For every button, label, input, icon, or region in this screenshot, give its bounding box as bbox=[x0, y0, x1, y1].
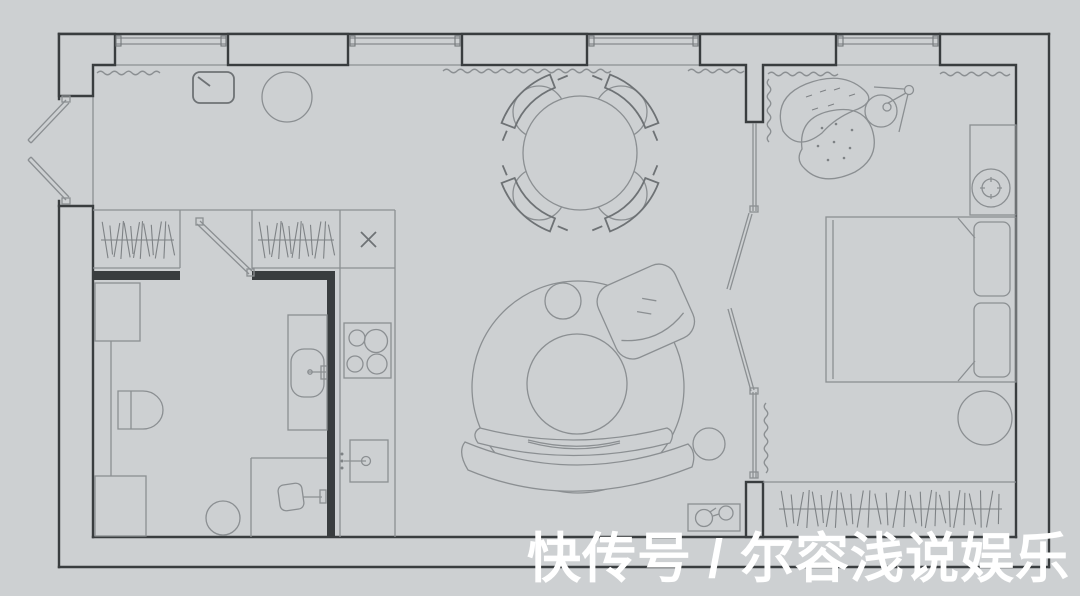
entry-double-door bbox=[27, 95, 71, 205]
watermark: 快传号 / 尔容浅说娱乐 bbox=[527, 529, 1071, 589]
window-2 bbox=[349, 35, 461, 47]
round-ottoman bbox=[957, 390, 1013, 446]
bedroom-closet bbox=[763, 481, 1016, 529]
hanging-clothes bbox=[780, 489, 1000, 529]
bath-cabinet-top bbox=[94, 282, 141, 342]
pillow bbox=[973, 221, 1011, 297]
toilet bbox=[117, 390, 164, 430]
bath-cabinet-bottom bbox=[94, 475, 147, 537]
window-4 bbox=[837, 35, 939, 47]
lounge-armchair bbox=[596, 263, 696, 360]
audio-device bbox=[687, 503, 741, 532]
curtain-kitchen bbox=[96, 70, 161, 76]
bathroom bbox=[94, 282, 328, 537]
curved-sofa bbox=[461, 427, 695, 492]
round-rug bbox=[471, 280, 685, 494]
sofa-backrest bbox=[474, 427, 674, 457]
pillow bbox=[973, 302, 1011, 378]
dining-table bbox=[522, 95, 638, 211]
curtains bbox=[96, 68, 1011, 474]
vent-box bbox=[360, 231, 377, 248]
hanging-clothes-left bbox=[101, 220, 176, 260]
round-coffee-table bbox=[526, 333, 628, 435]
blanket-fold bbox=[957, 360, 976, 382]
window-1 bbox=[115, 35, 227, 47]
floor-cushion bbox=[544, 282, 582, 320]
door-hinge-top bbox=[61, 95, 71, 103]
wall-pier-3 bbox=[460, 32, 589, 67]
curtain-bedroom-side bbox=[766, 78, 772, 143]
potted-plant bbox=[971, 168, 1011, 208]
ceiling-lamp-box bbox=[192, 0, 236, 104]
floor-drain bbox=[205, 500, 241, 536]
sofa-seat bbox=[461, 441, 695, 492]
blanket-fold bbox=[957, 217, 976, 239]
wall-pier-4-t bbox=[698, 32, 838, 124]
arc-floor-lamp bbox=[864, 84, 915, 133]
sofa-seam bbox=[527, 439, 621, 450]
curtain-bedroom-2 bbox=[939, 71, 1011, 77]
curtain-partition-side bbox=[763, 402, 769, 474]
cooktop bbox=[343, 322, 392, 379]
wall-left-inner-lower bbox=[57, 204, 95, 539]
bedroom bbox=[763, 77, 1017, 529]
curtain-living-2 bbox=[687, 68, 745, 74]
dining-set bbox=[487, 60, 673, 246]
nightstand-top bbox=[969, 124, 1017, 216]
curtain-bedroom-1 bbox=[767, 71, 839, 77]
side-table bbox=[692, 427, 726, 461]
wall-pier-1 bbox=[57, 32, 117, 98]
round-side-table-kitchen bbox=[261, 71, 313, 123]
window-3 bbox=[588, 35, 699, 47]
washbasin-vanity bbox=[287, 314, 328, 431]
double-bed bbox=[825, 216, 1017, 383]
lounge-area bbox=[461, 263, 741, 532]
bedroom-armchair bbox=[779, 77, 875, 180]
hanging-clothes-right bbox=[258, 220, 336, 260]
bathroom-door bbox=[195, 217, 255, 277]
bathroom-wall-top-right bbox=[252, 271, 335, 280]
partition-wall-stub bbox=[744, 480, 765, 539]
curtain-living-1 bbox=[442, 68, 612, 74]
sliding-partition bbox=[726, 123, 759, 479]
exterior-walls bbox=[57, 32, 1051, 569]
door-hinge-bottom bbox=[61, 197, 71, 205]
kitchen-sink bbox=[340, 439, 389, 483]
windows bbox=[115, 35, 939, 47]
kitchen-counter bbox=[339, 268, 392, 537]
wall-pier-5-corner bbox=[938, 32, 1018, 539]
closet-strip bbox=[93, 209, 396, 537]
wall-pier-2 bbox=[226, 32, 350, 67]
bathroom-wall-right bbox=[327, 271, 335, 537]
bathroom-wall-top-left bbox=[93, 271, 180, 280]
shower bbox=[250, 457, 327, 537]
